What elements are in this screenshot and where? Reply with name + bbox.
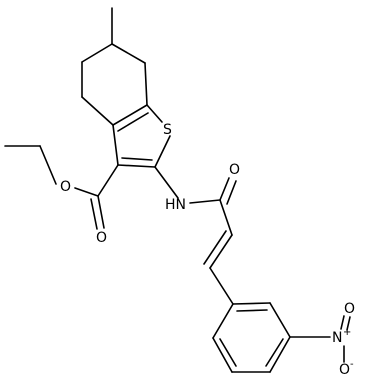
bond-fused-double-b (117, 112, 149, 132)
bond-chain-double-b (203, 230, 227, 265)
bond-benz-inner-1 (236, 309, 268, 312)
nitro-double-oxygen-label: O (344, 301, 355, 317)
bond-benz-2 (269, 302, 291, 338)
bond-thio-3b (121, 157, 153, 161)
bond-ring6-4 (111, 43, 146, 64)
bond-benz-5 (212, 337, 233, 373)
bond-thio-3 (117, 164, 156, 168)
bond-benz-inner-2 (265, 338, 284, 367)
nitro-single-oxygen-label: O (339, 362, 350, 378)
bond-amide-co-a (219, 177, 230, 201)
bond-ester-o (74, 187, 99, 197)
bond-amide-co-b (226, 180, 237, 205)
bond-ester-c (97, 164, 119, 197)
bond-thio-1 (146, 104, 163, 123)
atom-labels: S O O HN O N + O O - (60, 122, 355, 378)
bond-thio-2 (154, 135, 171, 168)
bond-fused-double-a (112, 104, 148, 126)
bond-ring6-5 (144, 62, 148, 106)
bond-n-carbonyl (189, 199, 221, 204)
bond-ester-co-b (90, 198, 98, 230)
bond-thio-4 (112, 124, 119, 166)
bond-chain-3 (209, 267, 234, 305)
bond-benz-1 (232, 302, 271, 305)
bond-benz-6 (212, 303, 234, 339)
bond-ethyl-1 (39, 145, 57, 185)
ester-carbonyl-oxygen-label: O (96, 230, 107, 246)
sulfur-atom-label: S (163, 122, 172, 138)
bond-lines (4, 7, 351, 373)
bond-benz-inner-3 (219, 338, 237, 367)
bond-ester-co-a (97, 195, 105, 229)
bond-n-o-double-a (340, 315, 345, 330)
bond-benz-3 (269, 336, 291, 373)
amide-nh-label: HN (165, 197, 186, 213)
bond-n-o-double-b (346, 316, 351, 331)
nitro-nitrogen-label: N (332, 330, 342, 346)
ester-oxygen-label: O (60, 179, 71, 195)
bond-ring6-3 (81, 96, 114, 126)
bond-ring6-1 (81, 43, 113, 63)
bond-chain-1 (219, 199, 233, 236)
nitro-nitrogen-charge: + (343, 327, 351, 338)
bond-c2-n (154, 166, 179, 199)
nitro-oxygen-charge: - (350, 359, 354, 370)
bond-chain-double-a (209, 234, 233, 269)
amide-oxygen-label: O (229, 162, 240, 178)
